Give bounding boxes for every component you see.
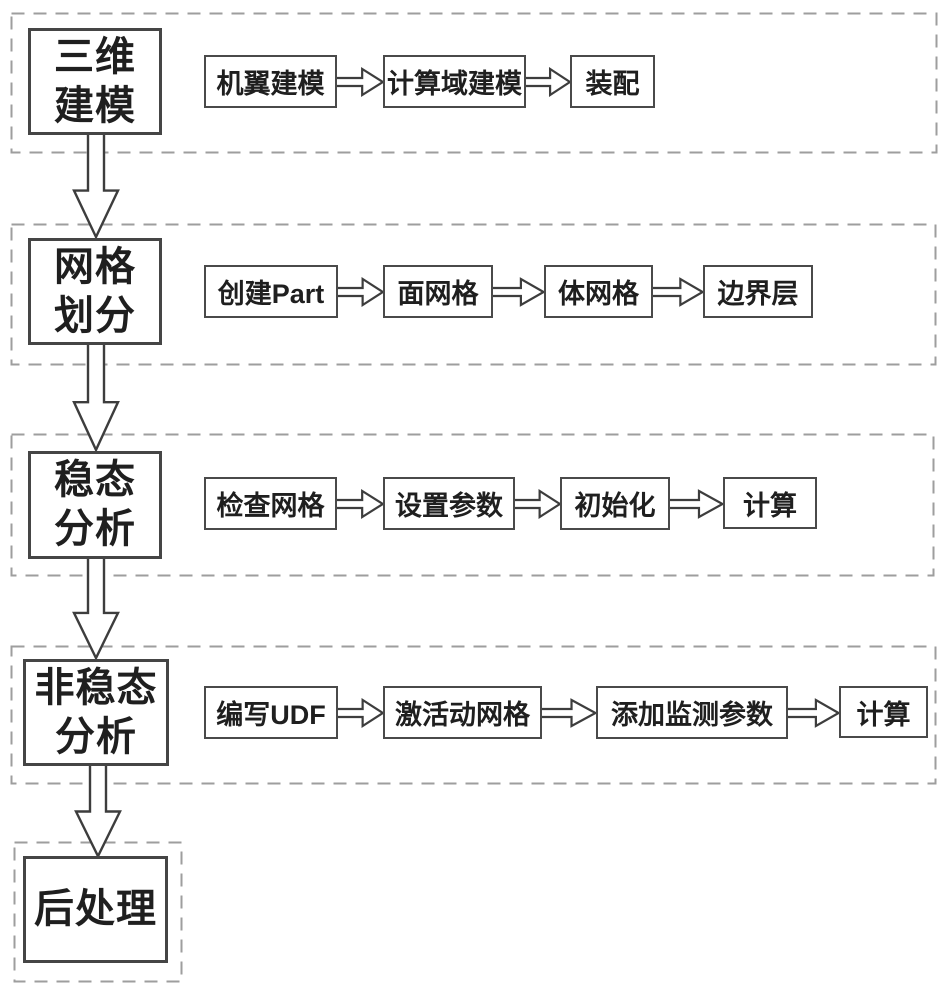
stage-3-dashed-container — [10, 433, 935, 577]
stage-4-dashed-container — [10, 645, 937, 785]
stage-label-line: 划分 — [54, 293, 136, 338]
stage-label-line: 分析 — [55, 714, 137, 759]
arrow-right-icon — [651, 277, 705, 307]
step-box-compute: 计算 — [723, 477, 817, 529]
step-box-create-part: 创建Part — [204, 265, 338, 318]
arrow-right-icon — [668, 489, 725, 519]
arrow-right-icon — [524, 67, 572, 97]
arrow-right-icon — [491, 277, 546, 307]
step-box-initialize: 初始化 — [560, 477, 670, 530]
arrow-right-icon — [513, 489, 562, 519]
dashed-border-icon — [10, 645, 937, 785]
arrow-down-icon — [71, 134, 121, 239]
arrow-right-icon — [335, 489, 385, 519]
arrow-right-icon — [336, 277, 385, 307]
stage-1-dashed-container — [10, 12, 938, 154]
dashed-border-icon — [10, 12, 938, 154]
step-box-volume-mesh: 体网格 — [544, 265, 653, 318]
step-box-activate-dynamic-mesh: 激活动网格 — [383, 686, 542, 739]
stage-label-line: 后处理 — [34, 887, 157, 932]
arrow-down-icon — [71, 558, 121, 660]
arrow-right-icon — [335, 67, 385, 97]
stage-label-line: 网格 — [54, 244, 136, 289]
arrow-right-icon — [336, 698, 385, 728]
arrow-right-icon — [540, 698, 598, 728]
stage-label-line: 非稳态 — [34, 665, 158, 710]
arrow-right-icon — [786, 698, 841, 728]
step-box-check-mesh: 检查网格 — [204, 477, 337, 530]
stage-label-line: 稳态 — [54, 458, 136, 503]
stage-box-steady-analysis: 稳态 分析 — [28, 451, 162, 559]
step-box-wing-modeling: 机翼建模 — [204, 55, 337, 108]
step-box-boundary-layer: 边界层 — [703, 265, 813, 318]
stage-box-unsteady-analysis: 非稳态 分析 — [23, 659, 169, 766]
step-box-surface-mesh: 面网格 — [383, 265, 493, 318]
stage-label-line: 三维 — [54, 34, 136, 79]
stage-box-meshing: 网格 划分 — [28, 238, 162, 345]
stage-box-post-processing: 后处理 — [23, 856, 168, 963]
step-box-set-parameters: 设置参数 — [383, 477, 515, 530]
stage-label-line: 分析 — [54, 507, 136, 551]
step-box-domain-modeling: 计算域建模 — [383, 55, 526, 108]
stage-box-3d-modeling: 三维 建模 — [28, 28, 162, 135]
dashed-border-icon — [10, 433, 935, 577]
step-box-write-udf: 编写UDF — [204, 686, 338, 739]
arrow-down-icon — [73, 765, 123, 858]
step-box-assembly: 装配 — [570, 55, 655, 108]
stage-2-dashed-container — [10, 223, 937, 366]
step-box-compute: 计算 — [839, 686, 928, 738]
dashed-border-icon — [10, 223, 937, 366]
step-box-add-monitor-parameters: 添加监测参数 — [596, 686, 788, 739]
arrow-down-icon — [71, 344, 121, 452]
stage-label-line: 建模 — [54, 83, 136, 128]
